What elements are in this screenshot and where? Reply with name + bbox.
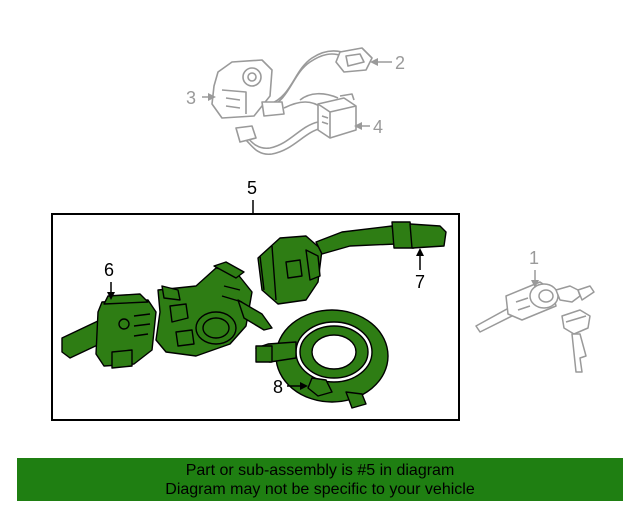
callout-4: 4 bbox=[373, 117, 383, 137]
callout-leader-1 bbox=[531, 270, 539, 288]
callout-1: 1 bbox=[529, 248, 539, 268]
part-2-shape bbox=[335, 47, 373, 73]
callout-5: 5 bbox=[247, 178, 257, 198]
part-1-lock-cylinder bbox=[475, 281, 595, 373]
callout-3: 3 bbox=[186, 88, 196, 108]
part-4-shape bbox=[317, 93, 357, 139]
wire-harness-lower bbox=[283, 101, 323, 109]
callout-leaders-green bbox=[107, 248, 424, 390]
callout-2: 2 bbox=[395, 53, 405, 73]
banner-line-1: Part or sub-assembly is #5 in diagram bbox=[185, 462, 455, 479]
part-8-clock-spring bbox=[255, 309, 389, 409]
info-banner: Part or sub-assembly is #5 in diagram Di… bbox=[17, 458, 623, 501]
callout-7: 7 bbox=[415, 272, 425, 292]
airbag-wiring-parts bbox=[211, 47, 373, 156]
part-6-switch bbox=[61, 293, 157, 369]
banner-line-2: Diagram may not be specific to your vehi… bbox=[165, 481, 475, 498]
part-7-switch bbox=[257, 221, 447, 305]
combination-switch-assembly bbox=[61, 221, 447, 409]
callout-6: 6 bbox=[104, 260, 114, 280]
callout-8: 8 bbox=[273, 377, 283, 397]
part-3-shape bbox=[211, 59, 273, 119]
parts-diagram: 2 3 4 5 bbox=[51, 47, 595, 421]
wire-harness-upper bbox=[267, 53, 343, 109]
switch-base-housing bbox=[155, 261, 273, 357]
callout-leaders-upper bbox=[202, 58, 392, 130]
